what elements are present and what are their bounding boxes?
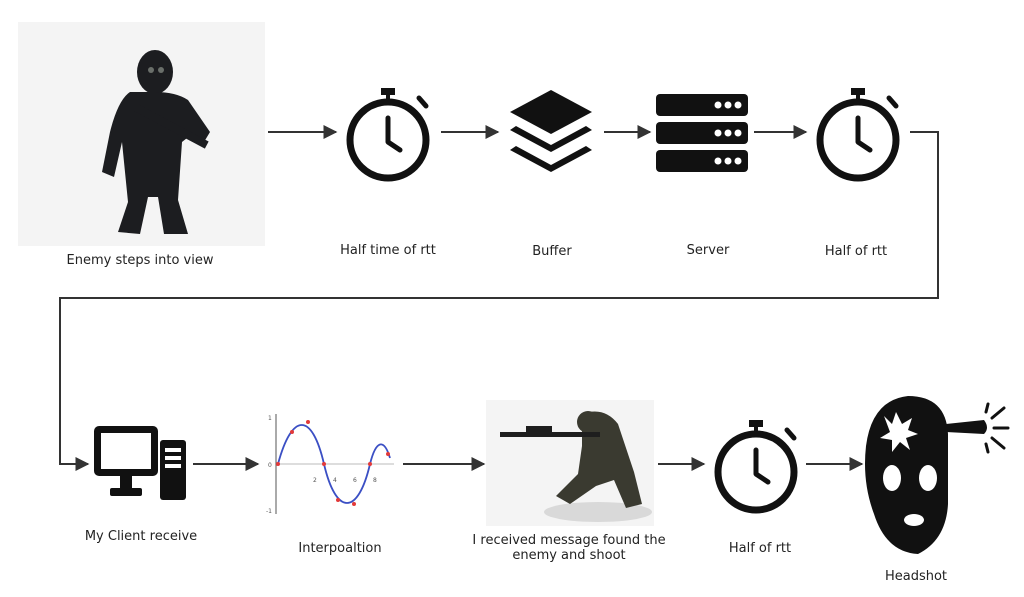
sample-point [322, 462, 326, 466]
half-rtt-label: Half of rtt [824, 244, 888, 259]
shooter-image [486, 400, 654, 526]
half-rtt-label-2: Half of rtt [728, 541, 792, 556]
headshot-mask-icon [865, 396, 1010, 554]
sample-point [306, 420, 310, 424]
y-tick-label: 0 [268, 462, 272, 469]
soldier-silhouette [102, 50, 210, 234]
y-tick-label: -1 [266, 508, 272, 515]
enemy-soldier-image [18, 22, 265, 246]
desktop-computer-icon [94, 426, 186, 500]
stopwatch-icon [816, 88, 900, 182]
received-label: I received message found the enemy and s… [472, 533, 666, 563]
sample-point [276, 462, 280, 466]
interp-label: Interpoaltion [298, 541, 382, 556]
x-tick-label: 2 [313, 477, 317, 484]
rifle [500, 432, 600, 437]
headshot-label: Headshot [884, 569, 948, 584]
sample-point [352, 502, 356, 506]
crouching-soldier-silhouette [500, 411, 652, 522]
arrow-wrap-to-client [59, 131, 939, 471]
half-time-label: Half time of rtt [340, 243, 436, 258]
y-tick-label: 1 [268, 415, 272, 422]
enemy-label: Enemy steps into view [66, 253, 214, 268]
stopwatch-icon [346, 88, 430, 182]
x-tick-label: 6 [353, 477, 357, 484]
sample-point [368, 462, 372, 466]
interpolation-chart: 1 0 -1 2 4 6 8 [266, 414, 394, 515]
sample-point [336, 498, 340, 502]
layers-icon [510, 90, 592, 172]
buffer-label: Buffer [532, 244, 572, 259]
x-tick-label: 8 [373, 477, 377, 484]
sample-point [290, 430, 294, 434]
sample-point [386, 452, 390, 456]
server-icon [656, 94, 748, 172]
stopwatch-icon [714, 420, 798, 514]
x-tick-label: 4 [333, 477, 337, 484]
client-label: My Client receive [84, 529, 198, 544]
server-label: Server [686, 243, 730, 258]
